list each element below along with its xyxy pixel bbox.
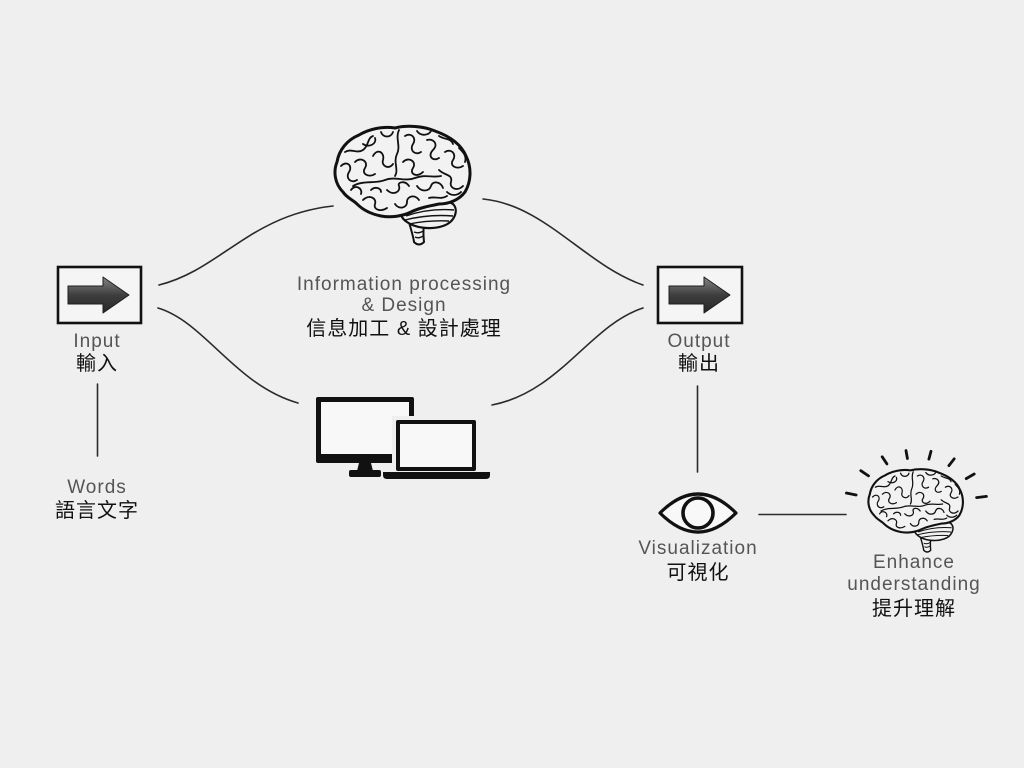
enhance-label-en-line1: Enhance [873,552,955,573]
laptop-icon [383,420,490,479]
glow-ray [906,451,907,459]
visualization-label-zh: 可視化 [667,561,730,584]
output-label-en: Output [667,331,730,352]
visualization-label-en: Visualization [638,538,757,559]
processing-label-en-line2: & Design [361,295,446,316]
monitor-base [349,470,381,477]
monitor-neck [357,463,373,471]
processing-label-en-line1: Information processing [297,274,511,295]
output-label-zh: 輸出 [678,352,720,375]
enhance-label-zh: 提升理解 [872,597,956,620]
glow-ray [846,493,856,495]
words-node: Words 語言文字 [55,477,139,522]
input-label-en: Input [73,331,120,352]
laptop-screen [400,424,472,467]
input-label-zh: 輸入 [76,352,118,375]
laptop-base [383,472,490,479]
enhance-label-en-line2: understanding [847,574,980,595]
eye-iris [683,498,713,528]
words-label-en: Words [67,477,127,498]
words-label-zh: 語言文字 [55,499,139,522]
glow-ray [977,496,987,497]
processing-label-zh: 信息加工 & 設計處理 [306,317,501,340]
